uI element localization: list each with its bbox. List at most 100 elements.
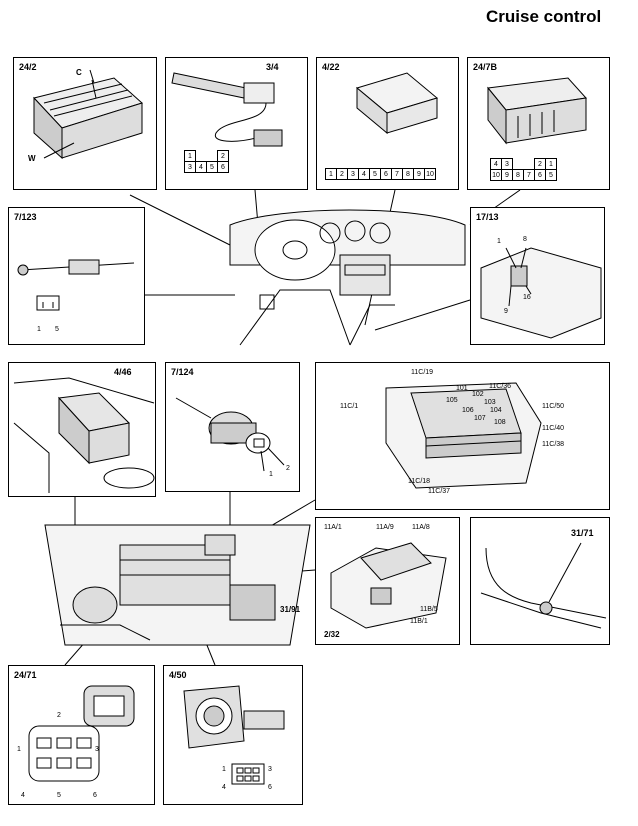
clutch-switch-drawing — [175, 397, 285, 472]
callout-11b-5: 11B/5 — [420, 606, 438, 613]
pin: 9 — [501, 169, 513, 181]
panel-label: 7/123 — [14, 212, 37, 222]
pin: 2 — [336, 168, 348, 180]
pin-label: 6 — [93, 792, 97, 799]
callout-w: W — [28, 154, 36, 163]
pin-label: 5 — [55, 326, 59, 333]
pin-label: 3 — [268, 766, 272, 773]
panel-label: 2/32 — [324, 630, 340, 639]
callout-11a-8: 11A/8 — [412, 524, 430, 531]
pin: 7 — [523, 169, 535, 181]
fuse-103: 103 — [484, 399, 496, 406]
pin: 2 — [534, 158, 546, 170]
fuse-105: 105 — [446, 397, 458, 404]
pin: 1 — [545, 158, 557, 170]
pin: 6 — [380, 168, 392, 180]
pin-label: 5 — [57, 792, 61, 799]
pin: 4 — [490, 158, 502, 170]
fuse-108: 108 — [494, 419, 506, 426]
panel-label: 4/22 — [322, 62, 340, 72]
callout-11c-19: 11C/19 — [411, 369, 434, 376]
panel-4-46: 4/46 — [8, 362, 156, 497]
callout-11c-18: 11C/18 — [408, 478, 431, 485]
pin-label: 4 — [21, 792, 25, 799]
pin-label: 3 — [95, 746, 99, 753]
callout-11c-37: 11C/37 — [428, 488, 451, 495]
pin: 4 — [195, 161, 207, 173]
callout-11c-40: 11C/40 — [542, 425, 565, 432]
pin-label: 1 — [497, 238, 501, 245]
pin: 6 — [217, 161, 229, 173]
dashboard-drawing — [229, 209, 466, 346]
panel-17-13: 17/13 1 8 9 16 — [470, 207, 605, 345]
pin-label: 9 — [504, 308, 508, 315]
fuse-104: 104 — [490, 407, 502, 414]
pin: 8 — [512, 169, 524, 181]
page-title: Cruise control — [486, 7, 602, 26]
pin: 10 — [490, 169, 502, 181]
pin: 1 — [184, 150, 196, 162]
pin-label: 2 — [286, 465, 290, 472]
callout-11a-9: 11A/9 — [376, 524, 394, 531]
fuse-102: 102 — [472, 391, 484, 398]
engine-bay-drawing — [44, 524, 311, 646]
panel-7-123: 7/123 1 5 — [8, 207, 145, 345]
connector-pinout: 4 3 2 1 10 9 8 7 6 5 — [490, 158, 557, 181]
connector-drawing — [487, 77, 587, 145]
pin-label: 8 — [523, 236, 527, 243]
pin: 5 — [206, 161, 218, 173]
pin-label: 1 — [17, 746, 21, 753]
pin: 3 — [347, 168, 359, 180]
connector-pinout: 1 2 3 4 5 6 7 8 9 10 — [325, 168, 436, 180]
panel-label: 4/50 — [169, 670, 187, 680]
pin-label: 2 — [57, 712, 61, 719]
panel-label: 24/71 — [14, 670, 37, 680]
pin: 9 — [413, 168, 425, 180]
panel-7-124: 7/124 1 2 — [165, 362, 300, 492]
callout-11c-50: 11C/50 — [542, 403, 565, 410]
pin: 5 — [369, 168, 381, 180]
brake-switch-drawing — [17, 259, 135, 311]
connector-drawing — [28, 685, 135, 782]
pin-label: 6 — [268, 784, 272, 791]
stalk-switch-drawing — [171, 72, 283, 147]
fuse-box-drawing — [385, 382, 542, 489]
panel-label: 4/46 — [114, 367, 132, 377]
panel-label: 7/124 — [171, 367, 194, 377]
panel-31-71: 31/71 — [470, 517, 610, 645]
pin: 4 — [358, 168, 370, 180]
callout-11a-1: 11A/1 — [324, 524, 342, 531]
ecu-module-drawing — [33, 69, 143, 160]
engine-location-31-91: 31/91 — [280, 605, 301, 614]
panel-label: 31/71 — [571, 528, 594, 538]
panel-label: 24/2 — [19, 62, 37, 72]
panel-11c-fusebox: 11C/19 11C/36 11C/1 11C/50 11C/40 11C/38… — [315, 362, 610, 510]
callout-11b-1: 11B/1 — [410, 618, 428, 625]
panel-label: 24/7B — [473, 62, 498, 72]
fuse-101: 101 — [456, 385, 468, 392]
panel-label: 3/4 — [266, 62, 279, 72]
fuse-106: 106 — [462, 407, 474, 414]
pin: 7 — [391, 168, 403, 180]
pin-label: 1 — [269, 471, 273, 478]
pin-label: 1 — [37, 326, 41, 333]
pin-label: 4 — [222, 784, 226, 791]
callout-11c-38: 11C/38 — [542, 441, 565, 448]
control-unit-drawing — [355, 72, 439, 135]
pin: 10 — [424, 168, 436, 180]
pin: 3 — [501, 158, 513, 170]
relay-location-drawing — [13, 377, 155, 493]
relay-box-drawing — [330, 542, 447, 629]
pin: 1 — [325, 168, 337, 180]
ground-point-drawing — [480, 542, 607, 629]
pin: 6 — [534, 169, 546, 181]
pin: 5 — [545, 169, 557, 181]
diagnostic-socket-drawing — [480, 247, 602, 339]
panel-label: 17/13 — [476, 212, 499, 222]
panel-24-7b: 24/7B 4 3 2 1 10 9 8 7 6 5 — [467, 57, 610, 190]
callout-c: C — [76, 68, 82, 77]
panel-24-2: 24/2 C W — [13, 57, 157, 190]
panel-4-50: 4/50 1 3 4 6 — [163, 665, 303, 805]
